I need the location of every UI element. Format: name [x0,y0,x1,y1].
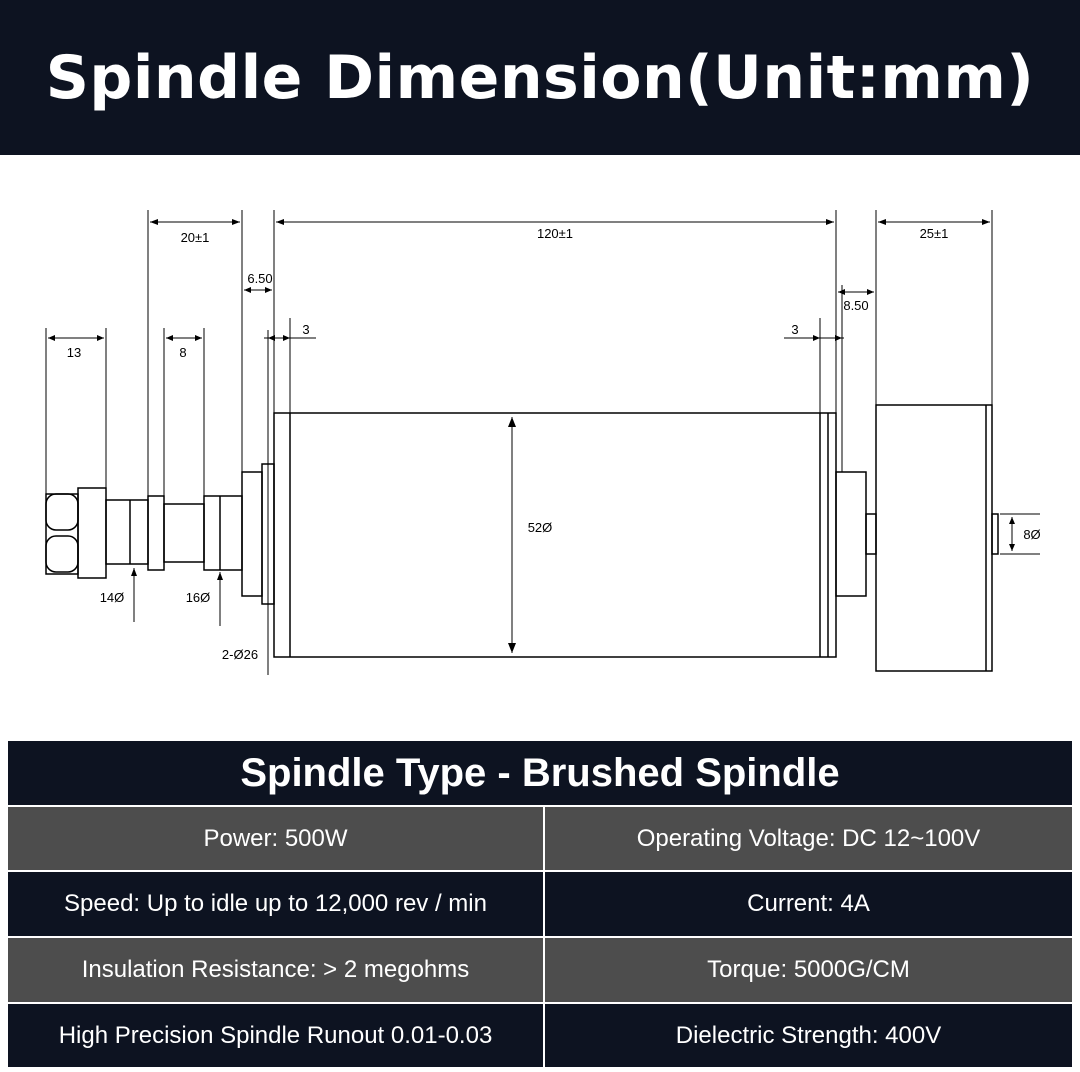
spec-insulation: Insulation Resistance: > 2 megohms [8,938,543,1002]
dim-13-label: 13 [67,345,81,360]
dim-20-label: 20±1 [181,230,210,245]
dim-25-label: 25±1 [920,226,949,241]
collet-nut [45,493,79,575]
dim-6-50-label: 6.50 [247,271,272,286]
spec-voltage: Operating Voltage: DC 12~100V [545,807,1072,870]
spec-table-header: Spindle Type - Brushed Spindle [8,741,1072,805]
dim-2x26-dia-label: 2-Ø26 [222,647,258,662]
spec-current: Current: 4A [545,872,1072,936]
collet-nut-lower [45,535,79,573]
rear-shaft [865,513,877,555]
dim-8-label: 8 [179,345,186,360]
dim-8-50-label: 8.50 [843,298,868,313]
title-banner: Spindle Dimension(Unit:mm) [0,0,1080,155]
shaft-14 [105,499,149,565]
spec-speed: Speed: Up to idle up to 12,000 rev / min [8,872,543,936]
dim-16-dia-label: 16Ø [186,590,211,605]
dim-3-left-label: 3 [302,322,309,337]
rear-shaft-end [991,513,999,555]
spec-runout: High Precision Spindle Runout 0.01-0.03 [8,1004,543,1067]
page-title: Spindle Dimension(Unit:mm) [45,42,1035,113]
rear-flange [835,471,867,597]
rear-pulley [875,404,993,672]
spindle-dimension-drawing: 20±1 120±1 25±1 6.50 8.50 13 8 3 3 52Ø 1… [45,210,1041,675]
collet-flange [77,487,107,579]
dim-14-dia-label: 14Ø [100,590,125,605]
spec-dielectric: Dielectric Strength: 400V [545,1004,1072,1067]
shaft-neck [163,503,205,563]
motor-body [273,412,837,658]
spec-torque: Torque: 5000G/CM [545,938,1072,1002]
spec-table: Spindle Type - Brushed Spindle Power: 50… [8,741,1072,1067]
spec-power: Power: 500W [8,807,543,870]
front-flange [241,471,263,597]
dim-52-dia-label: 52Ø [528,520,553,535]
spec-table-title: Spindle Type - Brushed Spindle [240,750,840,795]
collet-nut-upper [45,493,79,531]
dim-120-label: 120±1 [537,226,573,241]
dim-3-right-label: 3 [791,322,798,337]
shaft-collar [147,495,165,571]
shaft-16 [203,495,243,571]
dim-8-dia-label: 8Ø [1023,527,1040,542]
